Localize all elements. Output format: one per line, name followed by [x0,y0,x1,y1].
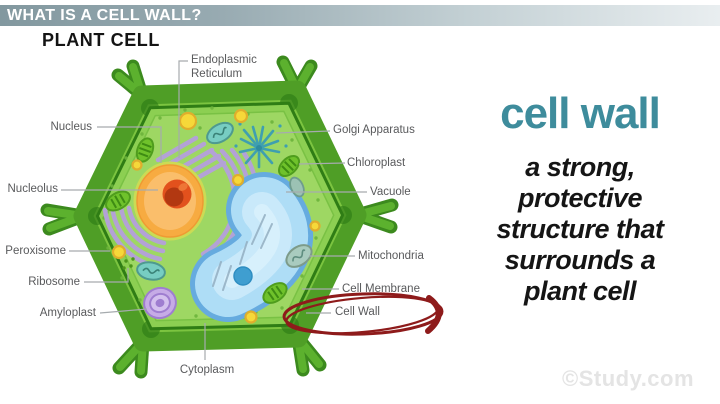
definition-line: protective [517,183,643,213]
diagram-title: PLANT CELL [42,30,160,50]
definition-line: surrounds a [504,245,656,275]
label-vacuole: Vacuole [370,186,411,198]
definition-line: a strong, [525,152,635,182]
label-peroxisome: Peroxisome [5,245,66,257]
definition-line: structure that [496,214,664,244]
label-chloroplast: Chloroplast [347,157,406,169]
nucleus-graphic [133,161,207,241]
label-ribosome: Ribosome [28,276,80,288]
label-golgi-apparatus: Golgi Apparatus [333,124,415,136]
term-heading: cell wall [500,89,661,138]
mitochondria-graphic [136,121,313,281]
watermark: ©Study.com [562,366,695,391]
highlight-ellipse [282,292,444,336]
label-mitochondria: Mitochondria [358,250,424,262]
plant-cell-illustration [40,55,444,379]
definition-panel: cell wall a strong, protective structure… [444,90,716,307]
header-bar: WHAT IS A CELL WALL? [0,5,720,26]
label-endoplasmic-reticulum: Endoplasmic Reticulum [191,54,257,80]
golgi-apparatus-graphic [234,122,288,169]
peroxisome-graphic [111,108,321,324]
vacuole-graphic [190,172,313,322]
amyloplast-graphic [143,286,177,320]
label-cell-membrane: Cell Membrane [342,283,420,295]
chloroplast-graphic [105,137,301,304]
label-cytoplasm: Cytoplasm [179,364,235,376]
label-nucleus: Nucleus [50,121,92,133]
label-connector-lines [61,60,367,360]
ribosome-graphic [122,257,135,270]
definition-text: a strong, protective structure that surr… [444,152,716,307]
nucleolus-graphic [162,179,192,209]
label-nucleolus: Nucleolus [7,183,59,195]
definition-line: plant cell [523,276,637,306]
label-amyloplast: Amyloplast [39,307,96,319]
label-cell-wall: Cell Wall [335,306,380,318]
page-title: WHAT IS A CELL WALL? [7,7,202,24]
